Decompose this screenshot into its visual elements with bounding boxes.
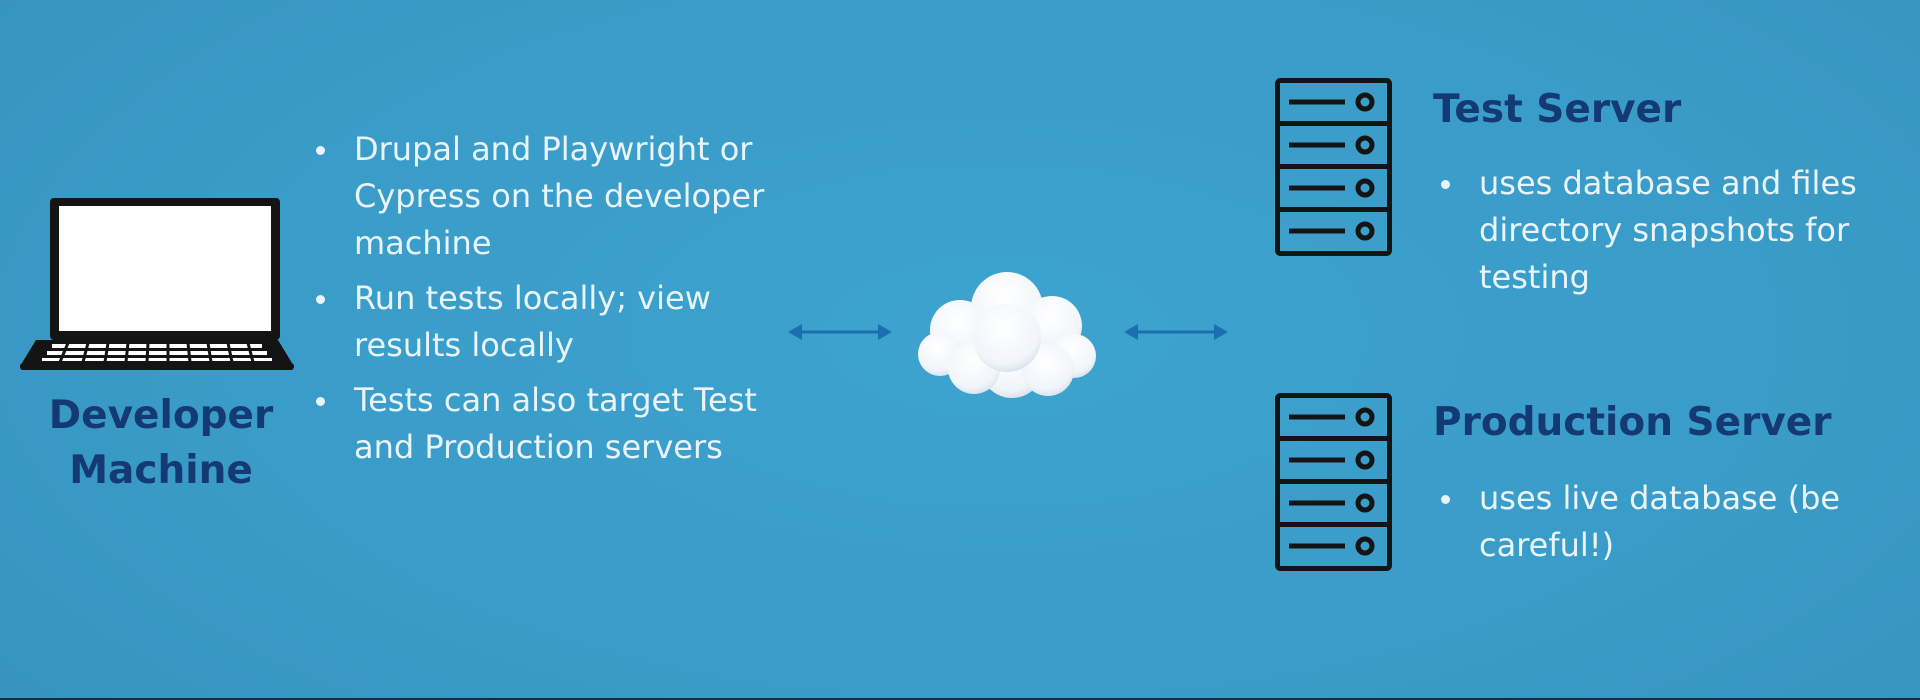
- bullet-dot: [316, 295, 325, 304]
- production-server-title: Production Server: [1433, 400, 1832, 445]
- test-server-bullet-list: uses database and files directory snapsh…: [1438, 160, 1908, 301]
- server-icon: [1275, 393, 1392, 571]
- bullet-dot: [316, 146, 325, 155]
- developer-bullet-list: Drupal and Playwright or Cypress on the …: [313, 126, 793, 471]
- laptop-icon: [20, 193, 294, 373]
- developer-machine-title: Developer Machine: [48, 393, 274, 493]
- list-item: Drupal and Playwright or Cypress on the …: [313, 126, 793, 267]
- double-arrow-icon: [1124, 320, 1228, 344]
- list-item: Run tests locally; view results locally: [313, 275, 793, 369]
- bottom-divider: [0, 698, 1920, 700]
- list-item: uses live database (be careful!): [1438, 475, 1908, 569]
- bullet-dot: [1441, 180, 1450, 189]
- list-item: Tests can also target Test and Productio…: [313, 377, 793, 471]
- test-server-title: Test Server: [1433, 87, 1682, 132]
- cloud-icon: [912, 262, 1102, 404]
- bullet-dot: [1441, 495, 1450, 504]
- server-icon: [1275, 78, 1392, 256]
- production-server-bullet-list: uses live database (be careful!): [1438, 475, 1908, 569]
- double-arrow-icon: [788, 320, 892, 344]
- list-item: uses database and files directory snapsh…: [1438, 160, 1908, 301]
- bullet-dot: [316, 397, 325, 406]
